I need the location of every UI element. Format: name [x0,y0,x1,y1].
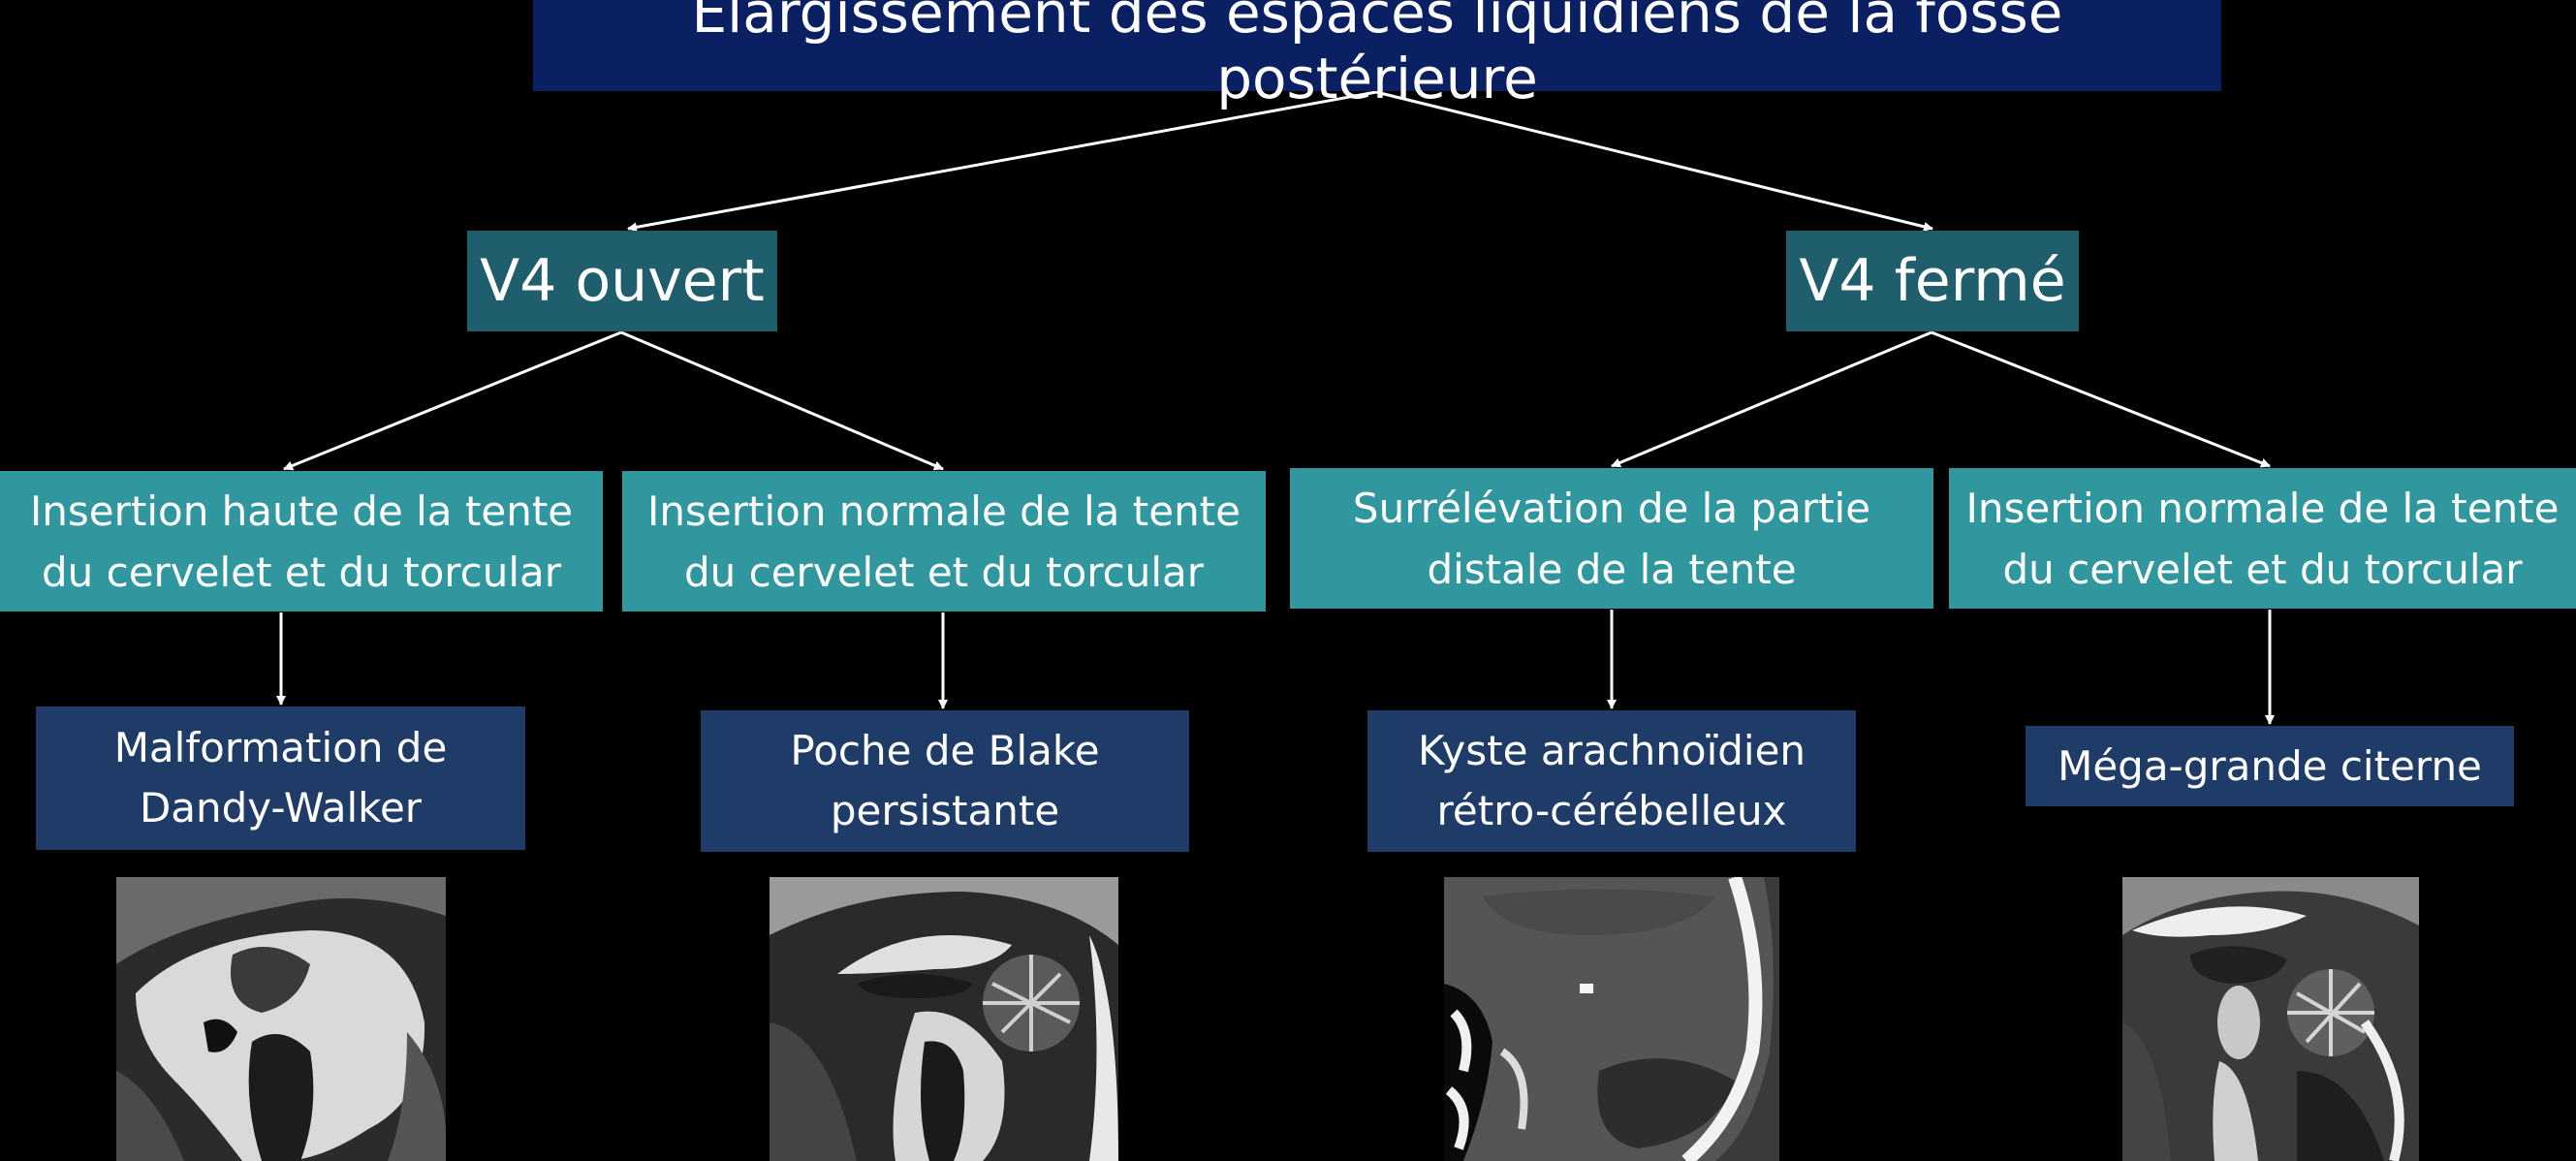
criteria-line: du cervelet et du torcular [2002,545,2523,593]
v4-closed-label: V4 fermé [1799,247,2066,315]
criteria-line: distale de la tente [1427,545,1797,593]
diagnosis-line: Dandy-Walker [139,784,423,832]
criteria-normal-insertion-closed: Insertion normale de la tente du cervele… [1949,468,2576,609]
title-text: Elargissement des espaces liquidiens de … [691,0,2063,111]
criteria-line: du cervelet et du torcular [683,548,1205,596]
diagnosis-line: Malformation de [113,724,448,771]
diagnosis-line: Kyste arachnoïdien [1417,727,1806,774]
diagnosis-mega-cisterna: Méga-grande citerne [2026,726,2514,806]
criteria-line: du cervelet et du torcular [41,548,562,596]
arrow-open-to-normal-insertion [620,330,944,471]
criteria-line: Insertion normale de la tente [1965,484,2560,532]
criteria-distal-elevation: Surrélévation de la partie distale de la… [1290,468,1933,609]
arrow-closed-to-normal-insertion [1931,330,2271,468]
diagnosis-dandy-walker: Malformation de Dandy-Walker [36,706,525,850]
diagnosis-line: Poche de Blake [790,727,1100,774]
criteria-line: Surrélévation de la partie [1352,484,1871,532]
v4-closed-box: V4 fermé [1786,231,2079,331]
criteria-line: Insertion normale de la tente [647,486,1241,535]
ct-image-arachnoid-cyst [1444,877,1779,1161]
v4-open-label: V4 ouvert [480,247,765,315]
mri-image-dandy-walker [116,877,446,1161]
criteria-high-insertion: Insertion haute de la tente du cervelet … [0,471,603,612]
arrow-title-to-v4-closed [1375,90,1933,232]
diagnosis-blake-pouch: Poche de Blake persistante [701,710,1189,852]
mri-image-mega-cisterna [2122,877,2419,1161]
arrow-closed-to-distal-elevation [1611,330,1932,468]
title-box: Elargissement des espaces liquidiens de … [533,0,2221,111]
arrow-open-to-high-insertion [283,330,622,471]
diagnosis-line: persistante [830,787,1060,834]
criteria-line: Insertion haute de la tente [29,486,574,535]
arrow-title-to-v4-open [627,90,1377,233]
diagnosis-line: rétro-cérébelleux [1436,787,1787,834]
criteria-normal-insertion-open: Insertion normale de la tente du cervele… [622,471,1266,612]
mri-image-blake-pouch [770,877,1118,1161]
diagnosis-arachnoid-cyst: Kyste arachnoïdien rétro-cérébelleux [1367,710,1856,852]
v4-open-box: V4 ouvert [467,231,777,331]
diagnosis-line: Méga-grande citerne [2058,741,2482,790]
